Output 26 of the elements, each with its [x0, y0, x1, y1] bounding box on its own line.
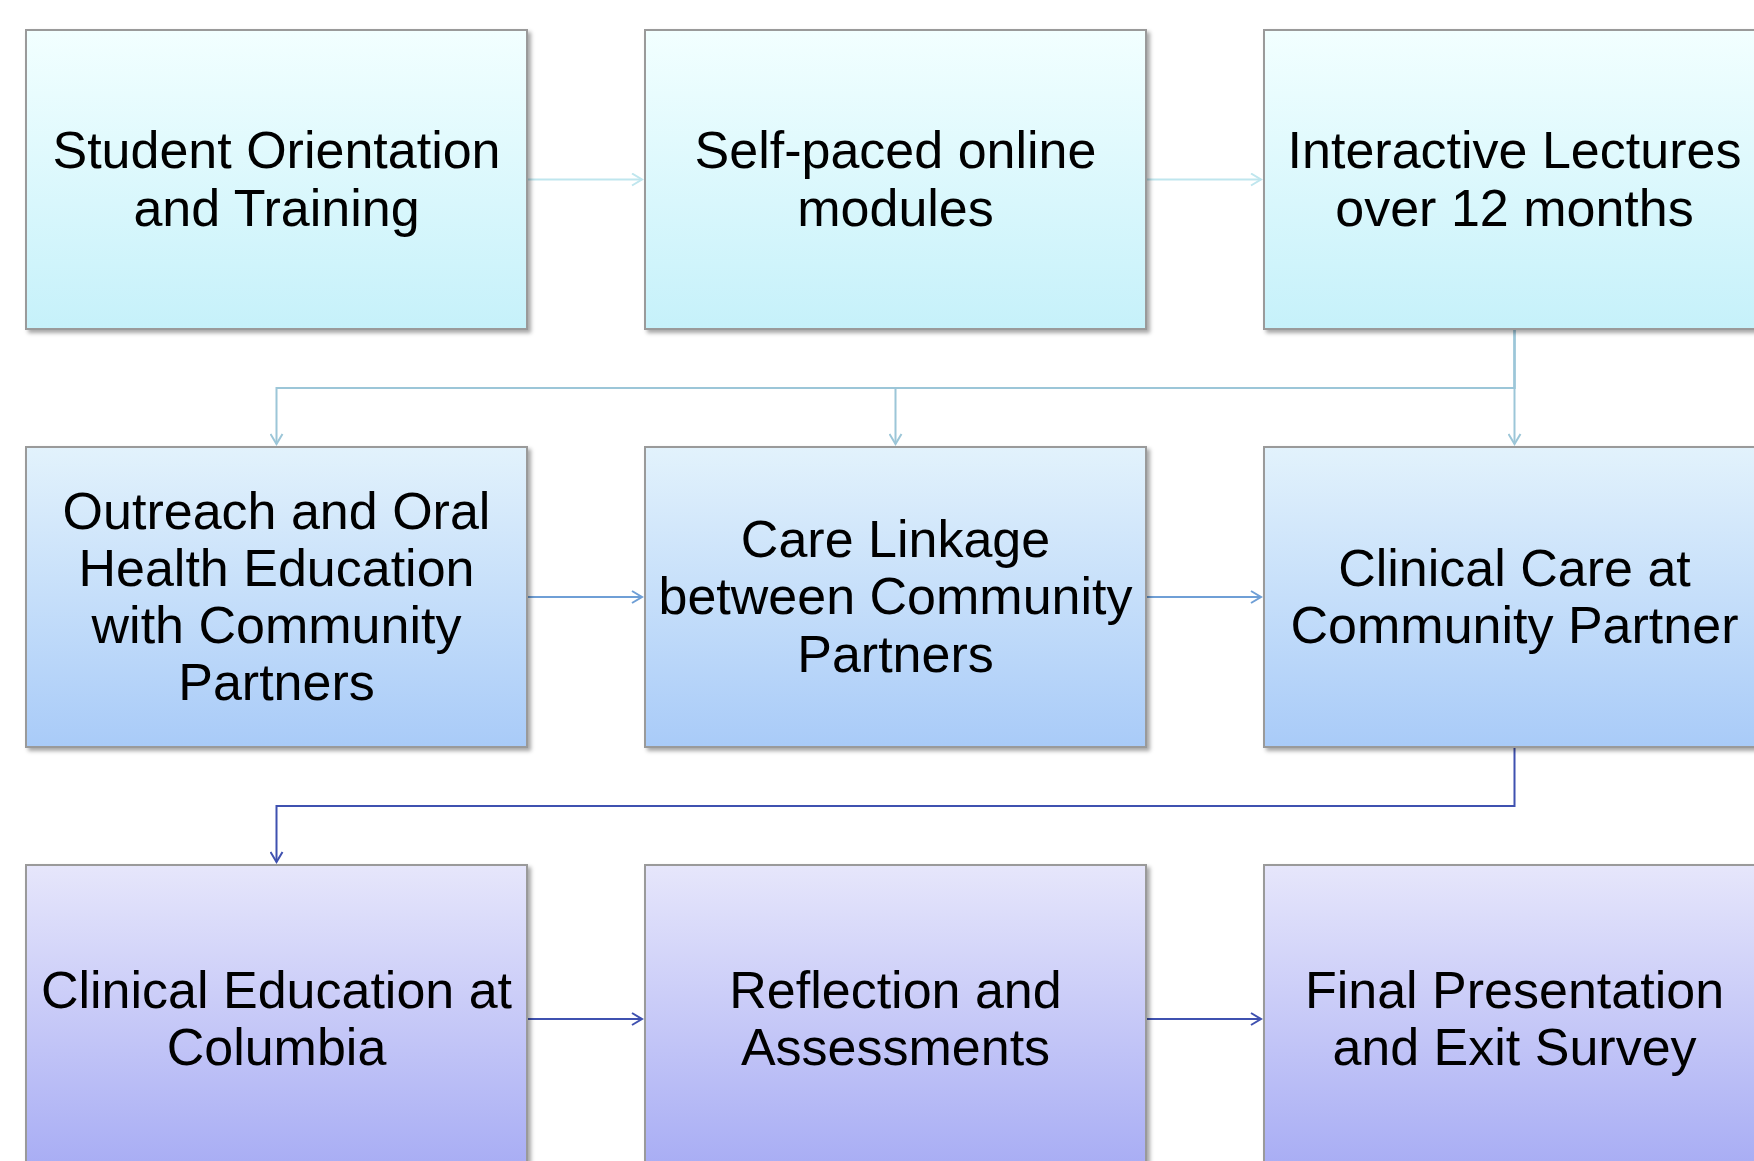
- arrow: [1146, 590, 1262, 604]
- arrow: [1507, 329, 1522, 445]
- box-label: Clinical Education at Columbia: [39, 961, 514, 1077]
- process-box: [1263, 29, 1754, 330]
- arrow: [1146, 172, 1262, 187]
- process-box: [644, 864, 1147, 1161]
- arrow: [527, 172, 643, 187]
- process-box: [644, 446, 1147, 748]
- arrow: [527, 1012, 643, 1026]
- arrow: [269, 747, 1516, 863]
- box-label: Outreach and Oral Health Education with Community Partners: [61, 482, 492, 712]
- process-box: [25, 864, 528, 1161]
- box-label: Care Linkage between Community Partners: [657, 511, 1134, 683]
- process-box: [25, 446, 528, 748]
- box-label: Clinical Care at Community Partner: [1289, 539, 1740, 655]
- process-box: [1263, 446, 1754, 748]
- box-label: Interactive Lectures over 12 months: [1286, 122, 1743, 237]
- box-label: Reflection and Assessments: [728, 961, 1063, 1077]
- arrow: [1146, 1012, 1262, 1026]
- process-box: [1263, 864, 1754, 1161]
- arrow: [527, 590, 643, 604]
- box-label: Student Orientation and Training: [51, 122, 502, 237]
- box-label: Final Presentation and Exit Survey: [1303, 961, 1726, 1077]
- process-box: [25, 29, 528, 330]
- box-label: Self-paced online modules: [693, 122, 1098, 237]
- process-box: [644, 29, 1147, 330]
